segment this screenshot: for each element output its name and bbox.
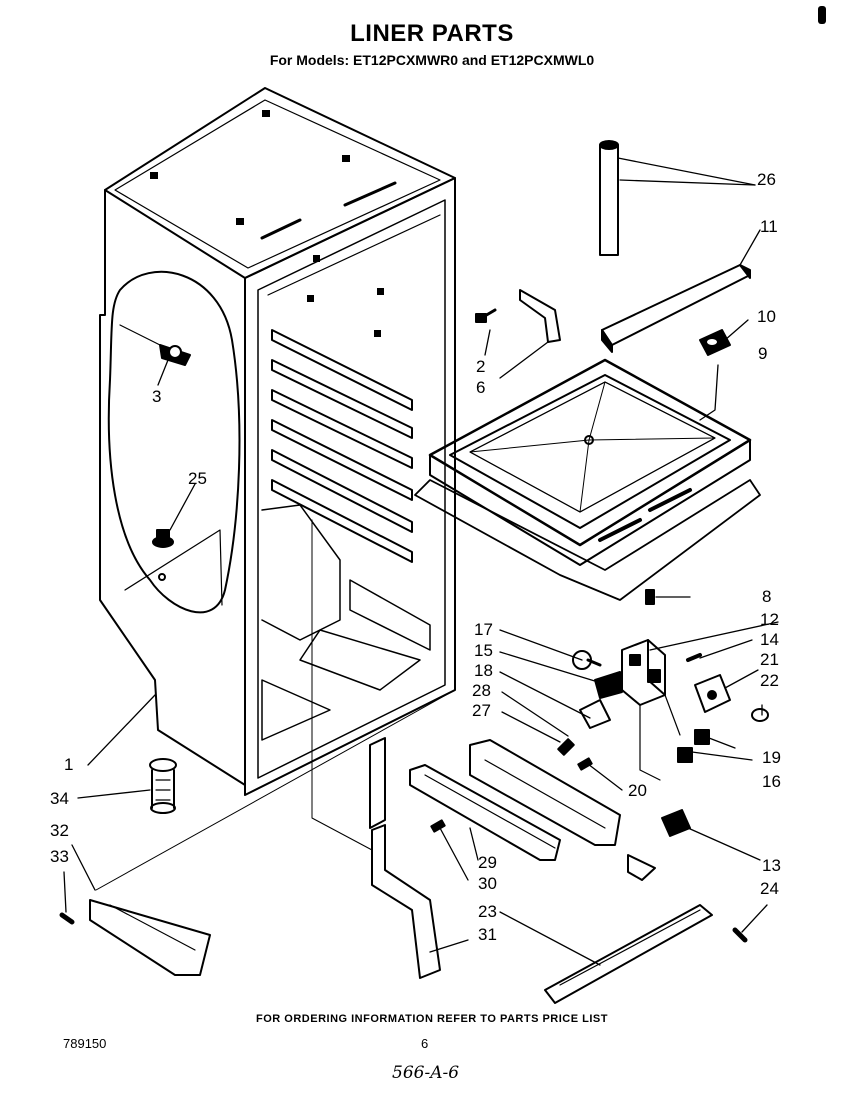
page-number: 6 <box>421 1036 429 1051</box>
callout-17: 17 <box>474 620 493 639</box>
part-26-rod-graphic <box>599 140 619 256</box>
callout-31: 31 <box>478 925 497 944</box>
callout-33: 33 <box>50 847 69 866</box>
part-31-trim-graphic <box>369 737 441 979</box>
part-13-connector-graphic <box>627 809 691 881</box>
callout-22: 22 <box>760 671 779 690</box>
callout-16: 16 <box>762 772 781 791</box>
callout-20: 20 <box>628 781 647 800</box>
callout-11: 11 <box>760 217 778 236</box>
light-assembly-graphic <box>572 650 623 729</box>
callout-29: 29 <box>478 853 497 872</box>
part-34-leveler-graphic <box>149 758 177 814</box>
callout-18: 18 <box>474 661 493 680</box>
callout-32: 32 <box>50 821 69 840</box>
callout-27: 27 <box>472 701 491 720</box>
callout-19: 19 <box>762 748 781 767</box>
small-screws-graphic <box>430 738 593 833</box>
part-23-rail-graphic <box>544 904 748 1004</box>
callout-14: 14 <box>760 630 779 649</box>
callout-13: 13 <box>762 856 781 875</box>
document-number: 789150 <box>63 1036 107 1051</box>
ordering-info-note: FOR ORDERING INFORMATION REFER TO PARTS … <box>256 1013 608 1025</box>
part-29-channel-graphic <box>409 764 561 861</box>
corner-registration-mark <box>818 6 826 24</box>
part-9-shelf-graphic <box>414 358 761 601</box>
part-14-screw-graphic <box>686 653 702 662</box>
page-title: LINER PARTS <box>350 20 514 47</box>
callout-15: 15 <box>474 641 493 660</box>
callout-3: 3 <box>152 387 161 406</box>
handwritten-reference-code: 566-A-6 <box>392 1063 460 1083</box>
callout-34: 34 <box>50 789 69 808</box>
callout-9: 9 <box>758 344 767 363</box>
callout-8: 8 <box>762 587 771 606</box>
part-8-screw-graphic <box>645 589 655 605</box>
part-11-trim-strip-graphic <box>601 264 751 353</box>
callout-2: 2 <box>476 357 485 376</box>
callout-21: 21 <box>760 650 779 669</box>
callout-25: 25 <box>188 469 207 488</box>
callout-12: 12 <box>760 610 779 629</box>
callout-10: 10 <box>757 307 776 326</box>
part-27-bracket-graphic <box>469 739 621 846</box>
callout-30: 30 <box>478 874 497 893</box>
callout-6: 6 <box>476 378 485 397</box>
callout-28: 28 <box>472 681 491 700</box>
part-19-16-switch-graphic <box>677 729 710 763</box>
callout-23: 23 <box>478 902 497 921</box>
leader-lines <box>63 157 779 966</box>
model-subtitle: For Models: ET12PCXMWR0 and ET12PCXMWL0 <box>269 52 595 68</box>
callout-24: 24 <box>760 879 779 898</box>
part-10-clip-graphic <box>699 329 731 356</box>
part-3-bumper-graphic <box>119 324 191 366</box>
callout-labels: 1 2 3 6 8 9 10 11 12 13 14 15 16 17 18 1… <box>50 170 781 944</box>
part-22-knob-graphic <box>751 708 769 722</box>
part-32-rail-graphic <box>59 899 211 976</box>
part-21-box-graphic <box>694 674 731 713</box>
callout-1: 1 <box>64 755 73 774</box>
callout-26: 26 <box>757 170 776 189</box>
control-housing-graphic <box>621 639 681 781</box>
liner-cabinet <box>95 87 456 891</box>
part-25-plug-graphic <box>152 529 174 581</box>
